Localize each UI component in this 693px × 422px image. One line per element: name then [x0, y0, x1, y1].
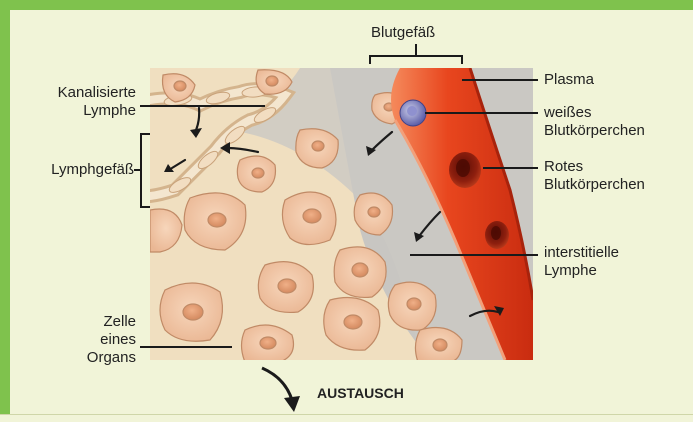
- organ-cell: [388, 282, 436, 330]
- organ-cell: [237, 156, 275, 192]
- organ-cell: [324, 298, 380, 351]
- organ-cell: [415, 328, 462, 362]
- label-interstitielle-line1: interstitielle: [544, 244, 619, 262]
- red-blood-cell: [449, 152, 481, 188]
- organ-cell: [282, 192, 336, 245]
- organ-cell: [334, 247, 386, 298]
- label-interstitielle-line2: Lymphe: [544, 262, 619, 280]
- label-plasma: Plasma: [544, 71, 594, 89]
- label-blutgefaess: Blutgefäß: [371, 24, 435, 42]
- label-weisses-line2: Blutkörperchen: [544, 122, 645, 140]
- label-rotes: Rotes Blutkörperchen: [544, 158, 645, 194]
- label-kanalisierte-lymphe-line2: Lymphe: [12, 102, 136, 120]
- white-blood-cell: [400, 100, 426, 126]
- organ-cell: [160, 283, 222, 341]
- label-zelle-line3: Organs: [40, 349, 136, 367]
- organ-cell: [296, 129, 338, 168]
- label-rotes-line2: Blutkörperchen: [544, 176, 645, 194]
- label-kanalisierte-lymphe: Kanalisierte Lymphe: [12, 84, 136, 120]
- label-zelle: Zelle eines Organs: [40, 313, 136, 367]
- label-austausch: AUSTAUSCH: [317, 384, 404, 402]
- blutgefaess-bracket: [370, 56, 462, 64]
- label-interstitielle: interstitielle Lymphe: [544, 244, 619, 280]
- label-zelle-line2: eines: [40, 331, 136, 349]
- lymphgefaess-bracket: [141, 134, 150, 207]
- red-blood-cell: [485, 221, 509, 249]
- organ-cell: [242, 325, 294, 362]
- label-weisses: weißes Blutkörperchen: [544, 104, 645, 140]
- label-lymphgefaess: Lymphgefäß: [8, 161, 134, 179]
- label-zelle-line1: Zelle: [40, 313, 136, 331]
- organ-cell: [258, 262, 313, 313]
- label-weisses-line1: weißes: [544, 104, 645, 122]
- austausch-arrow: [262, 368, 300, 412]
- label-rotes-line1: Rotes: [544, 158, 645, 176]
- label-kanalisierte-lymphe-line1: Kanalisierte: [12, 84, 136, 102]
